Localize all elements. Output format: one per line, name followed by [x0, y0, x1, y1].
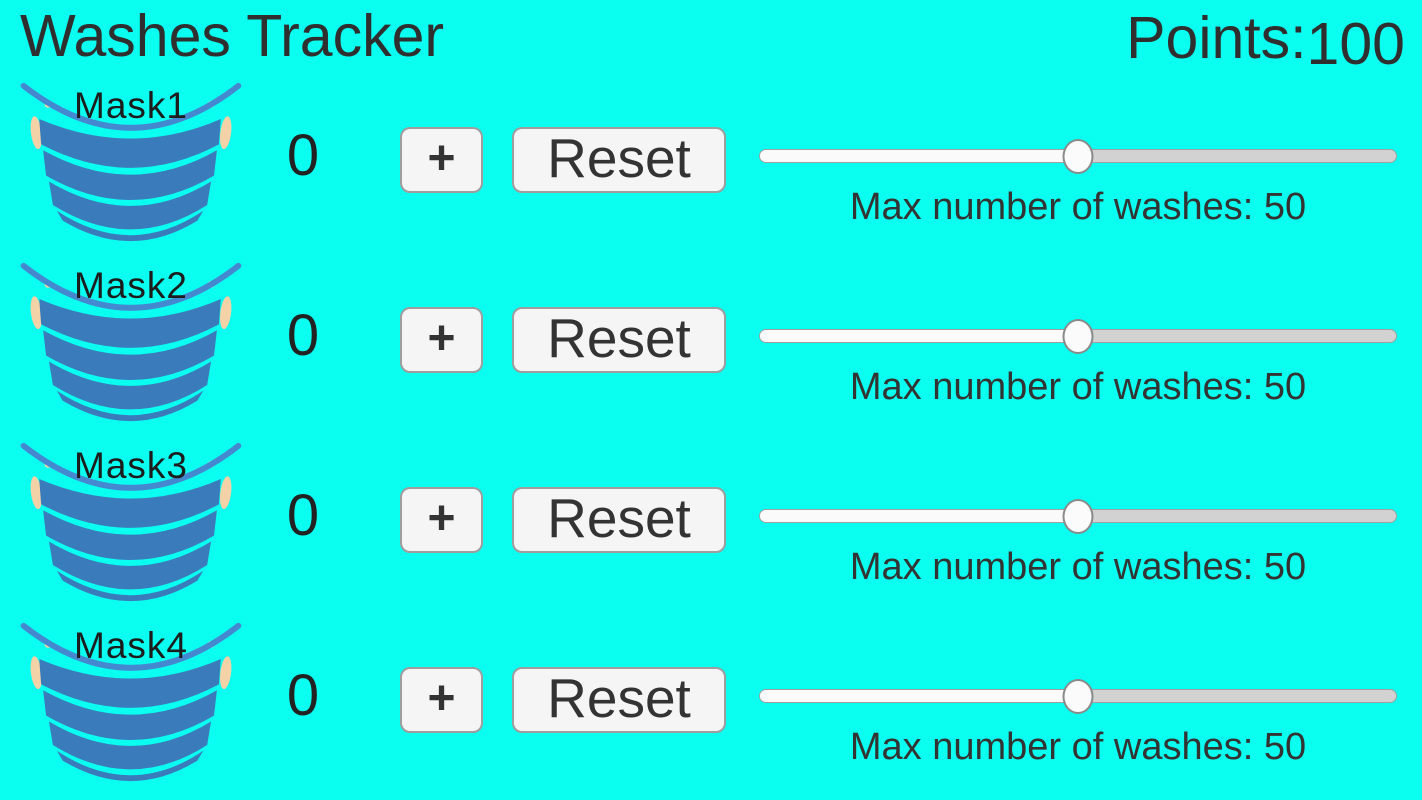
slider-thumb[interactable] — [1062, 679, 1094, 714]
mask-icon — [17, 438, 245, 604]
reset-button[interactable]: Reset — [512, 667, 726, 733]
max-washes-label: Max number of washes: 50 — [849, 726, 1307, 768]
mask-icon — [17, 618, 245, 784]
reset-button[interactable]: Reset — [512, 127, 726, 193]
wash-counter: 0 — [286, 663, 320, 728]
slider-fill — [760, 150, 1078, 162]
slider-fill — [760, 330, 1078, 342]
slider-thumb[interactable] — [1062, 499, 1094, 534]
mask-icon-svg — [20, 262, 242, 422]
slider-fill — [760, 510, 1078, 522]
mask-row: Mask4 0 + Reset Max number of washes: 50 — [0, 618, 1422, 798]
increment-button[interactable]: + — [400, 307, 483, 373]
max-washes-label: Max number of washes: 50 — [849, 546, 1307, 588]
max-washes-slider[interactable] — [759, 139, 1397, 177]
increment-button[interactable]: + — [400, 487, 483, 553]
mask-label: Mask2 — [74, 265, 188, 306]
slider-thumb[interactable] — [1062, 139, 1094, 174]
page-title: Washes Tracker — [20, 3, 445, 69]
max-washes-label: Max number of washes: 50 — [849, 186, 1307, 228]
mask-icon — [17, 258, 245, 424]
wash-counter: 0 — [286, 483, 320, 548]
mask-row: Mask2 0 + Reset Max number of washes: 50 — [0, 258, 1422, 438]
points-value: 100 — [1306, 11, 1405, 77]
increment-button[interactable]: + — [400, 667, 483, 733]
max-washes-slider[interactable] — [759, 319, 1397, 357]
slider-thumb[interactable] — [1062, 319, 1094, 354]
points-label: Points: — [1126, 5, 1307, 71]
mask-label: Mask4 — [74, 625, 188, 666]
mask-label: Mask3 — [74, 445, 188, 486]
mask-icon — [17, 78, 245, 244]
reset-button[interactable]: Reset — [512, 307, 726, 373]
max-washes-slider[interactable] — [759, 499, 1397, 537]
mask-icon-svg — [20, 622, 242, 782]
mask-row: Mask3 0 + Reset Max number of washes: 50 — [0, 438, 1422, 618]
mask-icon-svg — [20, 442, 242, 602]
points-display: Points:100 — [1126, 5, 1405, 77]
mask-icon-svg — [20, 82, 242, 242]
reset-button[interactable]: Reset — [512, 487, 726, 553]
increment-button[interactable]: + — [400, 127, 483, 193]
wash-counter: 0 — [286, 123, 320, 188]
wash-counter: 0 — [286, 303, 320, 368]
max-washes-slider[interactable] — [759, 679, 1397, 717]
mask-row: Mask1 0 + Reset Max number of washes: 50 — [0, 78, 1422, 258]
slider-fill — [760, 690, 1078, 702]
mask-label: Mask1 — [74, 85, 188, 126]
max-washes-label: Max number of washes: 50 — [849, 366, 1307, 408]
